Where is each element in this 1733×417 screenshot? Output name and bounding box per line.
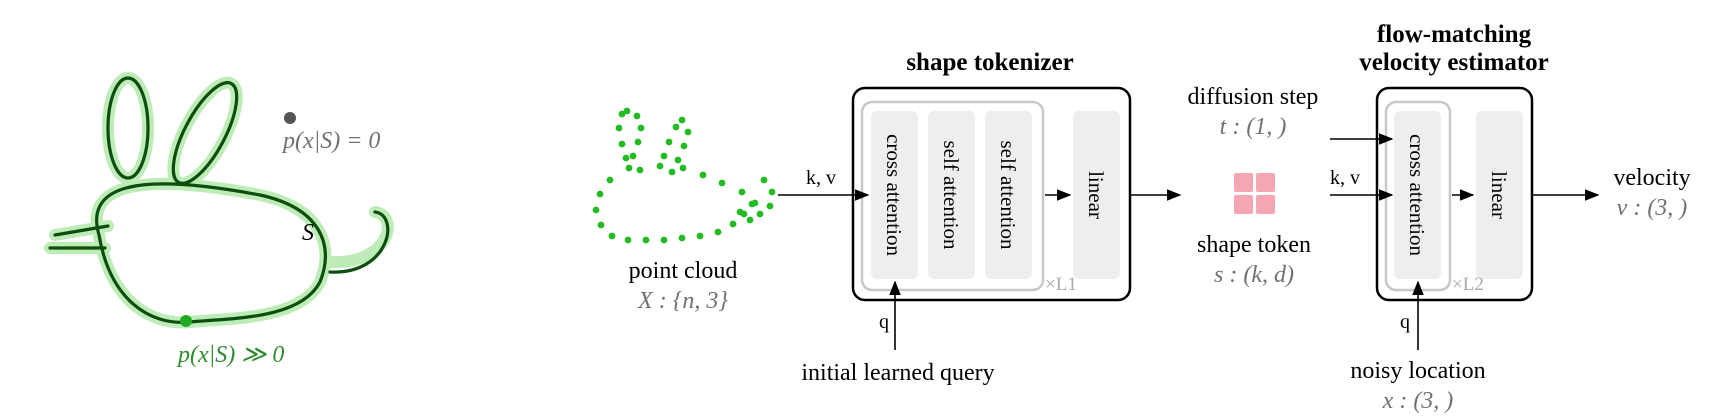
estimator-query-source: noisy location: [1350, 358, 1485, 384]
point-cloud-dot: [633, 112, 641, 120]
point-cloud-label: point cloud: [629, 258, 738, 284]
estimator-repeat-label: ×L2: [1452, 274, 1484, 295]
estimator-query-math: x : (3, ): [1382, 388, 1454, 414]
shape-token-square-2: [1256, 173, 1275, 192]
surface-density-label: p(x|S) ≫ 0: [176, 342, 284, 368]
estimator-q-label: q: [1400, 311, 1410, 333]
velocity-math: v : (3, ): [1617, 195, 1688, 221]
outside-density-label: p(x|S) = 0: [281, 128, 380, 154]
point-cloud-dot: [624, 236, 632, 244]
estimator-block-linear: [1476, 111, 1523, 279]
point-cloud-dot: [618, 140, 626, 148]
point-cloud-dot: [622, 154, 630, 162]
point-cloud-dot: [760, 176, 768, 184]
shape-token: shape token s : (k, d): [1197, 173, 1311, 288]
point-cloud-dot: [596, 190, 604, 198]
point-cloud-dot: [674, 156, 682, 164]
shape-token-square-1: [1234, 173, 1253, 192]
bunny-glow: [44, 72, 394, 329]
point-outside: [284, 112, 296, 124]
point-cloud-dot: [625, 164, 633, 172]
point-cloud-dot: [656, 162, 664, 170]
point-cloud-dot: [766, 202, 774, 210]
tokenizer-block-label-linear: linear: [1084, 171, 1108, 219]
shape-tokenizer: shape tokenizer cross attention self att…: [801, 49, 1132, 386]
point-cloud-dot: [660, 152, 668, 160]
point-cloud-dot: [636, 166, 644, 174]
point-cloud-dot: [672, 123, 680, 131]
tokenizer-block-label-self-1: self attention: [939, 140, 963, 250]
point-cloud-dot: [629, 152, 637, 160]
tokenizer-q-label: q: [879, 311, 889, 333]
point-cloud-math: X : {n, 3}: [637, 288, 728, 314]
tokenizer-block-self-attention-2: [985, 111, 1032, 279]
point-cloud-dot: [606, 176, 614, 184]
tokenizer-block-label-cross: cross attention: [882, 134, 906, 256]
point-cloud-dot: [679, 164, 687, 172]
point-cloud-dot: [642, 236, 650, 244]
velocity-output: velocity v : (3, ): [1613, 165, 1690, 221]
shape-token-square-3: [1234, 195, 1253, 214]
tokenizer-block-self-attention-1: [928, 111, 975, 279]
point-cloud-dot: [608, 232, 616, 240]
point-cloud-dot: [634, 138, 642, 146]
shape-token-math: s : (k, d): [1214, 262, 1294, 288]
velocity-estimator: flow-matching velocity estimator cross a…: [1330, 21, 1549, 414]
point-cloud-dot: [680, 142, 688, 150]
surface-label: S: [302, 220, 314, 246]
point-cloud-dot: [718, 179, 726, 187]
point-cloud-dot: [597, 221, 605, 229]
diffusion-step-label: diffusion step: [1188, 84, 1319, 110]
tokenizer-query-source: initial learned query: [801, 360, 994, 386]
velocity-estimator-title-2: velocity estimator: [1359, 49, 1549, 76]
bunny-figure: S p(x|S) = 0 p(x|S) ≫ 0: [44, 72, 394, 368]
point-cloud-dot: [660, 236, 668, 244]
point-cloud-dot: [748, 200, 756, 208]
velocity-estimator-title-1: flow-matching: [1377, 21, 1532, 48]
tokenizer-kv-label: k, v: [806, 167, 836, 189]
point-cloud-dot: [699, 171, 707, 179]
point-cloud-dot: [756, 210, 764, 218]
estimator-block-cross-attention: [1394, 111, 1441, 279]
point-cloud-figure: point cloud X : {n, 3}: [592, 107, 776, 314]
point-cloud-dots: [592, 107, 776, 244]
velocity-label: velocity: [1613, 165, 1690, 191]
point-cloud-dot: [668, 168, 676, 176]
point-cloud-dot: [714, 228, 722, 236]
tokenizer-block-cross-attention: [871, 111, 918, 279]
diffusion-step: diffusion step t : (1, ): [1188, 84, 1319, 140]
point-on-surface: [180, 315, 192, 327]
estimator-kv-label: k, v: [1330, 167, 1360, 189]
tokenizer-block-linear: [1073, 111, 1120, 279]
point-cloud-dot: [623, 107, 631, 115]
point-cloud-dot: [729, 220, 737, 228]
point-cloud-dot: [592, 206, 600, 214]
tokenizer-block-label-self-2: self attention: [996, 140, 1020, 250]
point-cloud-dot: [615, 124, 623, 132]
point-cloud-dot: [665, 138, 673, 146]
shape-tokenizer-title: shape tokenizer: [906, 49, 1073, 76]
bunny-outline: [48, 76, 390, 324]
point-cloud-dot: [618, 110, 626, 118]
estimator-block-label-linear: linear: [1487, 171, 1511, 219]
point-cloud-dot: [678, 234, 686, 242]
point-cloud-dot: [684, 128, 692, 136]
shape-token-square-4: [1256, 195, 1275, 214]
point-cloud-dot: [736, 208, 744, 216]
point-cloud-dot: [738, 188, 746, 196]
tokenizer-repeat-label: ×L1: [1045, 274, 1077, 295]
diffusion-step-math: t : (1, ): [1220, 114, 1287, 140]
arrows: [778, 133, 1600, 350]
point-cloud-dot: [768, 188, 776, 196]
point-cloud-dot: [678, 116, 686, 124]
point-cloud-dot: [746, 216, 754, 224]
shape-token-label: shape token: [1197, 232, 1311, 258]
estimator-block-label-cross: cross attention: [1405, 134, 1429, 256]
point-cloud-dot: [637, 124, 645, 132]
point-cloud-dot: [696, 232, 704, 240]
